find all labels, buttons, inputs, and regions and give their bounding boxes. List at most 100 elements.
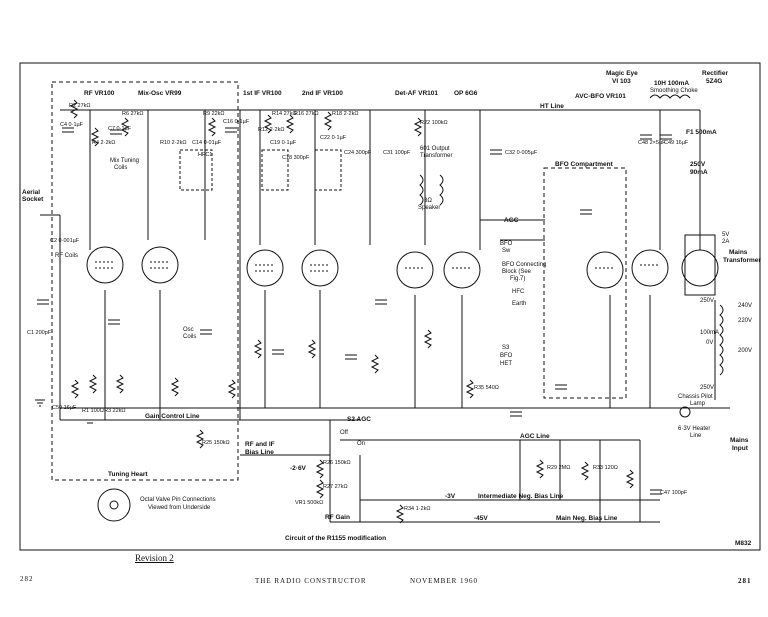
stage-mains-label: Mains [729,249,748,256]
comp-c1: C1 200pF [27,330,52,336]
comp-r2: R2 27kΩ [69,103,91,109]
rf-gain-label: RF Gain [325,514,350,521]
comp-r25: R25 150kΩ [202,440,230,446]
comp-r16: R16 27kΩ [294,111,319,117]
stage-if1-label: 1st IF VR100 [243,90,282,97]
mix-coils-label: Mix Tuning [110,158,140,164]
speaker-label: 3Ω [424,198,432,204]
comp-c31: C31 100pF [383,150,411,156]
heater-line-label: 6·3V Heater [678,426,711,432]
octal-label: Octal Valve Pin Connections [140,497,216,503]
earth-label: Earth [512,301,527,307]
socket-label: Socket [22,196,44,203]
osc-coils-label: Osc [183,327,194,333]
agc-label: AGC [504,217,519,224]
stage-rect2-label: 5Z4G [706,78,723,85]
a2-label: 2A [722,239,730,245]
output-valve [443,251,481,289]
comp-r14: R14 27kΩ [272,111,297,117]
output-transformer-label: 601 Output [420,146,450,152]
rf-valve [86,246,124,284]
mains-input2-label: Input [732,445,748,452]
ht-line-label: HT Line [540,103,564,110]
v250b-label: 250V [700,298,715,304]
stage-magic2-label: VI 103 [612,78,631,85]
comp-r3: R1 100Ω [82,408,104,414]
v5-label: 5V [722,232,730,238]
revision-note: Revision 2 [135,553,174,563]
comp-r9: R9 22kΩ [203,111,225,117]
comp-c19: C19 0·1µF [270,140,297,146]
on-label: On [357,441,366,447]
comp-c7: C7 0·1µF [108,126,132,132]
fuse-label: F1 500mA [686,129,717,136]
comp-r5: R3 22kΩ [104,408,126,414]
osc-coils2-label: Coils [183,334,197,340]
diagram-border [19,62,761,551]
output-transformer2-label: Transformer [420,153,453,159]
comp-hfc1: HFC1 [198,152,213,158]
comp-c4: C4 0·1µF [60,122,84,128]
ma90-label: 90mA [690,169,708,176]
stage-choke-label: 10H 100mA [654,80,690,87]
mix-coils2-label: Coils [114,165,128,171]
minus26v-label: -2·6V [290,465,306,472]
bfo-connecting-label: BFO Connecting [502,262,547,268]
comp-r4: R4 2·2kΩ [92,140,116,146]
stage-if2-label: 2nd IF VR100 [302,90,343,97]
if2-valve [301,249,339,287]
comp-c24: C24 300pF [344,150,372,156]
stage-rf-label: RF VR100 [84,90,115,97]
comp-r35: R35 540Ω [474,385,499,391]
comp-r33: R33 120Ω [593,465,618,471]
comp-c2: C2 0·001µF [50,238,80,244]
rectifier-valve [681,249,719,287]
bfo-pitch-label: BFO [500,241,513,247]
chassis-lamp-label: Chassis Pilot [678,394,713,400]
ma100-label: 100mA [700,330,720,336]
bfo-compartment-label: BFO Compartment [555,161,613,168]
comp-c32: C32 0·005µF [505,150,538,156]
mains-input-label: Mains [730,437,749,444]
tuning-heart-label: Tuning Heart [108,471,148,478]
bfo-compartment-box [543,167,627,399]
bfo-connecting3-label: Fig.7) [510,276,526,282]
s3b-label: BFO [500,353,513,359]
bias-line-label: Bias Line [245,449,274,456]
comp-c48: C47 100pF [660,490,688,496]
stage-choke2-label: Smoothing Choke [650,88,698,94]
stage-magic-label: Magic Eye [606,70,638,77]
magic-eye-valve [631,249,669,287]
comp-c49: C48 2×5µF [638,140,666,146]
stage-rect-label: Rectifier [702,70,729,77]
stage-op-label: OP 6G6 [454,90,478,97]
comp-r10: R10 2·2kΩ [160,140,187,146]
mix-osc-valve [141,246,179,284]
comp-r27: R27 27kΩ [323,484,348,490]
rf-if-label: RF and IF [245,441,275,448]
v0-label: 0V [706,340,714,346]
comp-c16: C16 0·1µF [223,119,250,125]
comp-c18: C18 300pF [282,155,310,161]
octal-pin-diagram [97,488,131,522]
rf-coils-label: RF Coils [55,253,79,259]
v200-label: 200V [738,348,753,354]
octal2-label: Viewed from Underside [148,505,211,511]
chassis-lamp2-label: Lamp [690,401,706,407]
stage-mains2-label: Transformer [723,257,761,264]
s3-label: S3 [502,345,510,351]
bfo-pitch2-label: Sw [502,248,511,254]
comp-vr2: VR1 500kΩ [295,500,324,506]
aerial-label: Aerial [22,189,41,196]
comp-c22: C22 0·1µF [320,135,347,141]
agc-line-label: AGC Line [520,433,550,440]
comp-r18: R18 2·2kΩ [332,111,359,117]
v250c-label: 250V [700,385,715,391]
comp-r12: R12 2·2kΩ [258,127,285,133]
if1-valve [246,249,284,287]
magazine-title: THE RADIO CONSTRUCTOR [255,577,367,585]
v250-label: 250V [690,161,706,168]
caption: Circuit of the R1155 modification [285,535,387,542]
